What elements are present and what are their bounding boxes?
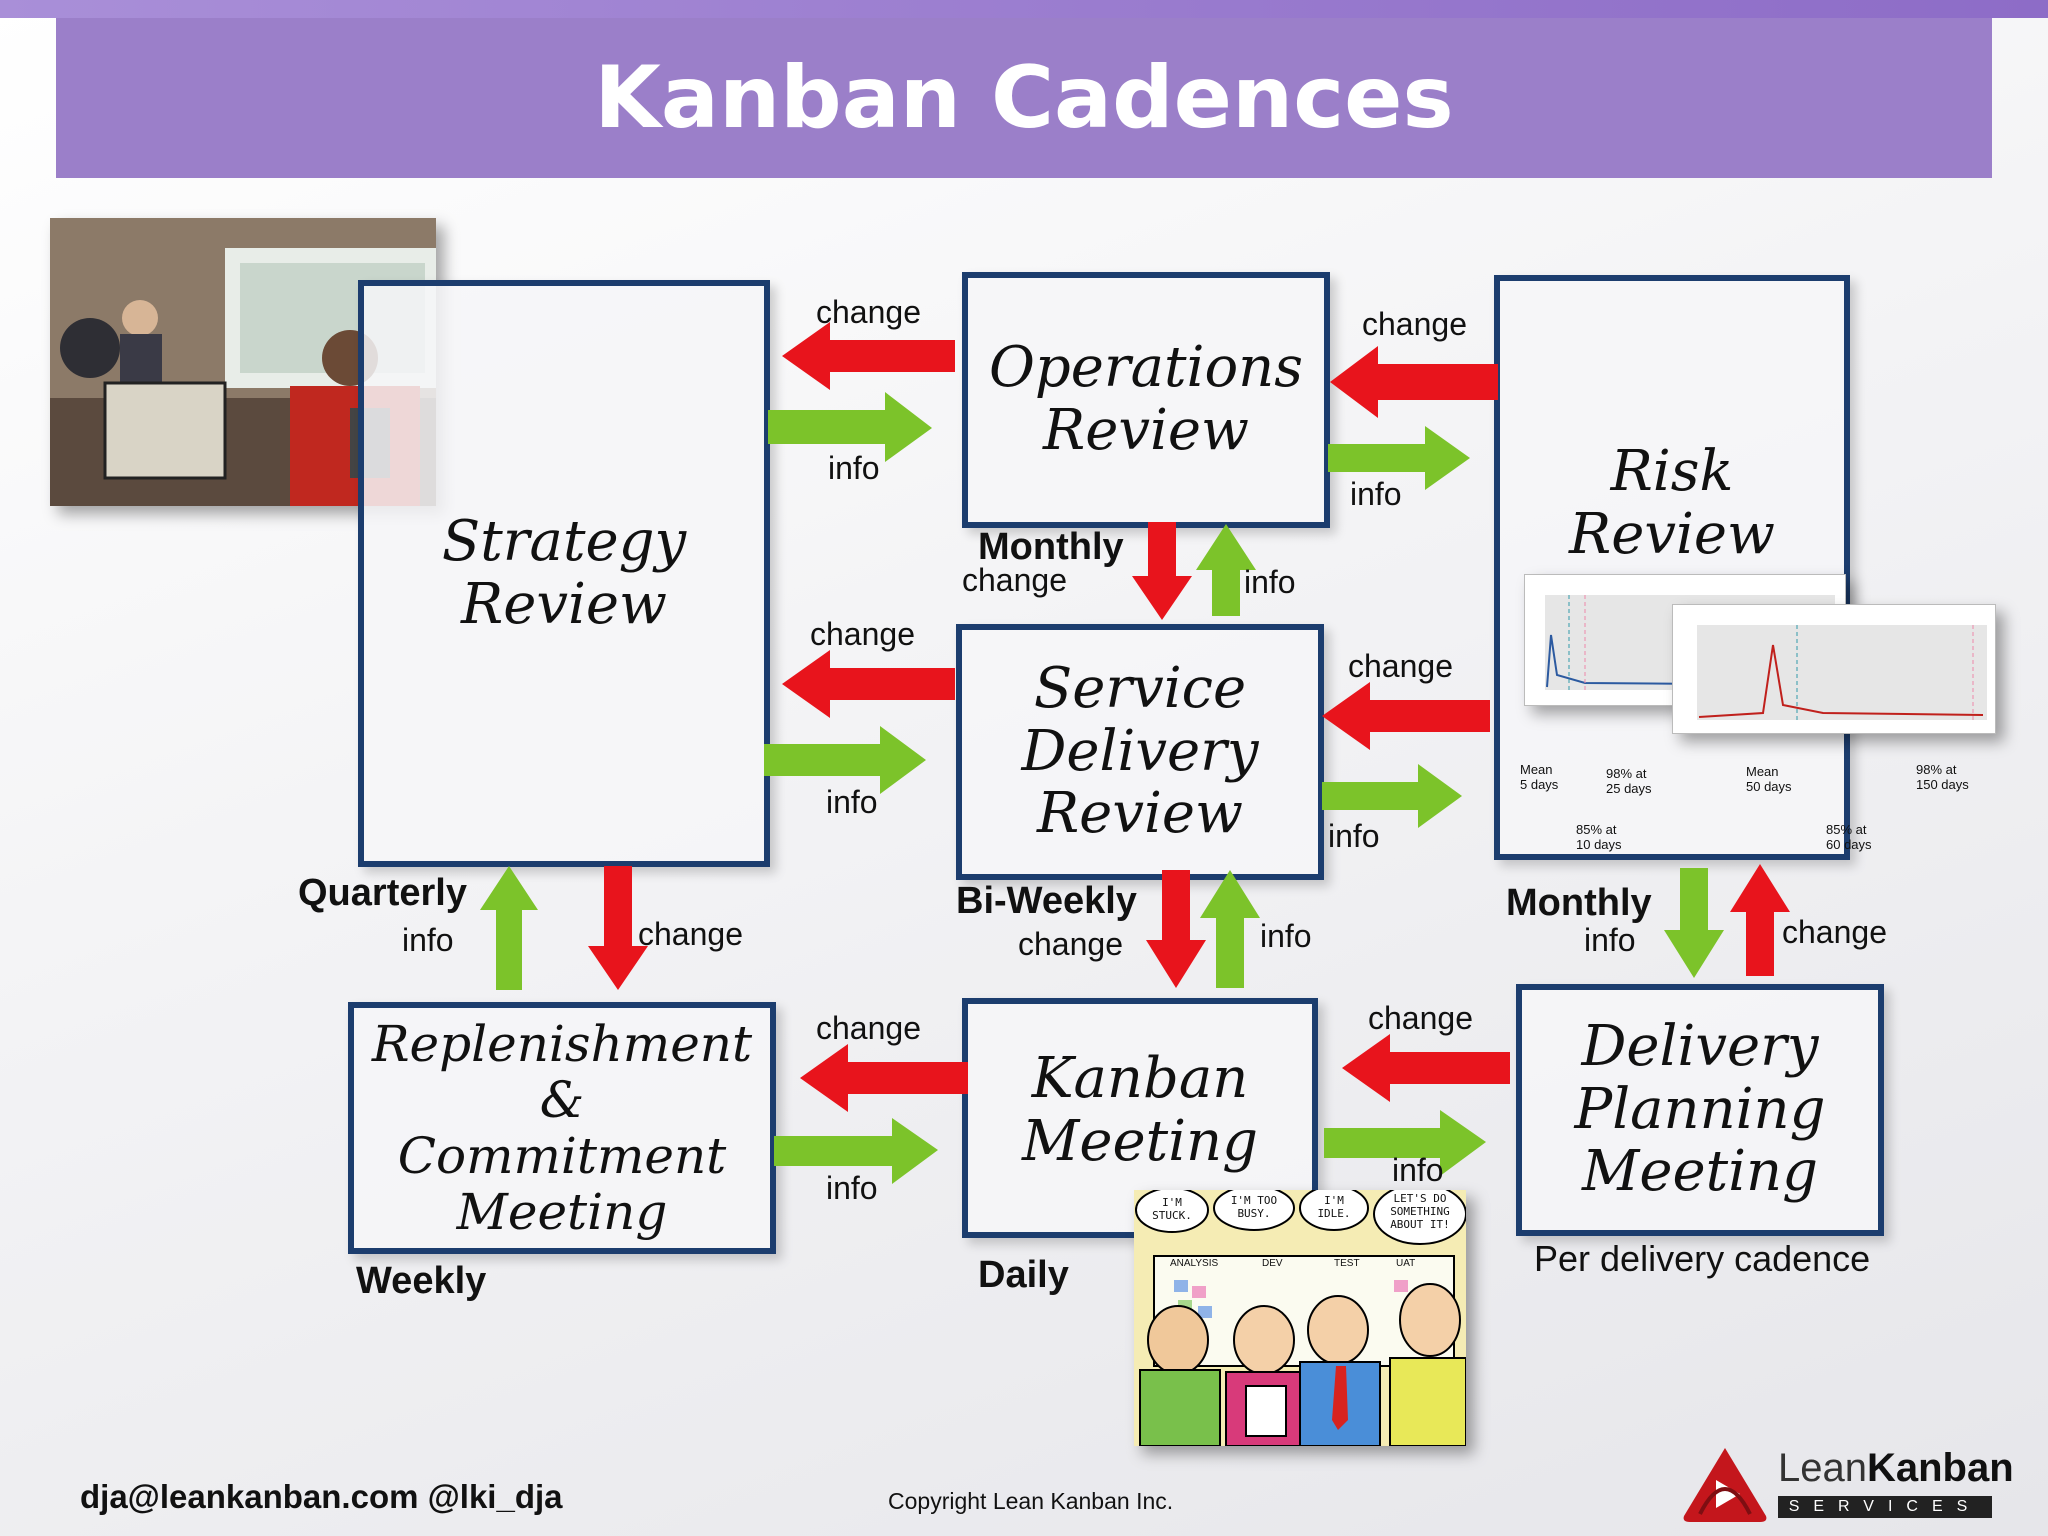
change-arrow-service-to-strategy [782,650,955,718]
chart-right-85: 85% at 60 days [1826,822,1872,852]
comic-col-test: TEST [1334,1258,1360,1269]
change-arrow-risk-to-ops [1330,346,1498,418]
kanban-meeting-label: Kanban Meeting [1022,1046,1258,1174]
leankanban-logo: LeanKanban SERVICES [1680,1444,2014,1524]
label-change-delivery-risk: change [1782,914,1887,950]
cadence-replenishment: Weekly [356,1260,487,1302]
footer-copyright: Copyright Lean Kanban Inc. [888,1488,1174,1514]
label-info-service-risk: info [1328,818,1380,854]
label-change-service-strategy: change [810,616,915,652]
change-arrow-strategy-to-replenishment [588,866,648,990]
cadence-service-delivery: Bi-Weekly [956,880,1137,922]
replenishment-meeting-label: Replenishment & Commitment Meeting [371,1015,753,1241]
comic-col-uat: UAT [1396,1258,1416,1269]
kanban-comic-image: I'M STUCK. I'M TOO BUSY. I'M IDLE. LET'S… [1134,1190,1466,1446]
chart-right-98: 98% at 150 days [1916,762,1969,792]
change-arrow-kanban-to-replenishment [800,1044,968,1112]
risk-review-box: Risk Review [1494,275,1850,860]
chart-left-85: 85% at 10 days [1576,822,1622,852]
cadence-risk: Monthly [1506,882,1652,924]
lead-time-chart-right-plot [1697,625,1987,720]
info-arrow-service-to-risk [1322,764,1462,828]
label-info-risk-delivery: info [1584,922,1636,958]
comic-bubble-idle: I'M IDLE. [1317,1194,1351,1220]
info-arrow-kanban-to-delivery-planning [1324,1110,1486,1176]
comic-col-analysis: ANALYSIS [1170,1258,1219,1269]
label-info-replenishment-kanban: info [826,1170,878,1206]
change-arrow-risk-to-service [1322,682,1490,750]
strategy-review-label: Strategy Review [441,508,687,637]
delivery-planning-meeting-label: Delivery Planning Meeting [1574,1013,1826,1205]
comic-bubble-stuck: I'M STUCK. [1152,1196,1192,1222]
label-change-ops-strategy: change [816,294,921,330]
cadence-kanban: Daily [978,1254,1069,1296]
label-info-strategy-ops: info [828,450,880,486]
cadence-strategy: Quarterly [298,872,467,914]
change-arrow-delivery-planning-to-risk [1730,864,1790,976]
change-arrow-ops-to-strategy [782,322,955,390]
info-arrow-strategy-to-service [764,726,926,794]
label-info-strategy-service: info [826,784,878,820]
title-bar: Kanban Cadences [56,18,1992,178]
cadence-delivery-planning: Per delivery cadence [1534,1238,1871,1279]
operations-review-label: Operations Review [989,335,1303,463]
footer-contact: dja@leankanban.com @lki_dja [80,1478,563,1515]
chart-right-mean: Mean 50 days [1746,764,1792,794]
label-change-risk-service: change [1348,648,1453,684]
comic-col-dev: DEV [1262,1258,1283,1269]
cadence-operations: Monthly [978,526,1124,568]
label-change-strategy-replenishment: change [638,916,743,952]
info-arrow-service-to-ops [1196,524,1256,616]
label-info-replenishment-strategy: info [402,922,454,958]
strategy-review-box: Strategy Review [358,280,770,867]
comic-bubble-do-something: LET'S DO SOMETHING ABOUT IT! [1390,1192,1450,1231]
service-delivery-review-box: Service Delivery Review [956,624,1324,880]
label-change-delivery-kanban: change [1368,1000,1473,1036]
slide-title: Kanban Cadences [594,48,1454,148]
info-arrow-ops-to-risk [1328,426,1470,490]
label-change-ops-service: change [962,562,1067,598]
change-arrow-service-to-kanban [1146,870,1206,988]
label-change-risk-ops: change [1362,306,1467,342]
label-change-kanban-replenishment: change [816,1010,921,1046]
change-arrow-ops-to-service [1132,522,1192,620]
logo-services: SERVICES [1778,1496,1992,1518]
info-arrow-strategy-to-ops [768,392,932,462]
logo-wordmark: LeanKanban [1778,1446,2014,1491]
logo-kanban: Kanban [1866,1446,2014,1490]
delivery-planning-meeting-box: Delivery Planning Meeting [1516,984,1884,1236]
comic-bubble-busy: I'M TOO BUSY. [1230,1194,1278,1220]
leankanban-logo-mark [1683,1448,1767,1522]
replenishment-meeting-box: Replenishment & Commitment Meeting [348,1002,776,1254]
info-arrow-replenishment-to-strategy [480,866,538,990]
logo-lean: Lean [1778,1446,1867,1490]
lead-time-chart-right [1672,604,1996,734]
kanban-comic-illustration [1134,1190,1466,1446]
info-arrow-risk-to-delivery-planning [1664,868,1724,978]
info-arrow-replenishment-to-kanban [774,1118,938,1184]
service-delivery-review-label: Service Delivery Review [1021,655,1259,847]
info-arrow-kanban-to-service [1200,870,1260,988]
label-info-kanban-delivery: info [1392,1152,1444,1188]
chart-left-98: 98% at 25 days [1606,766,1652,796]
label-info-service-ops: info [1244,564,1296,600]
label-info-kanban-service: info [1260,918,1312,954]
risk-review-label: Risk Review [1569,439,1775,567]
chart-left-mean: Mean 5 days [1520,762,1559,792]
label-change-service-kanban: change [1018,926,1123,962]
change-arrow-delivery-planning-to-kanban [1342,1034,1510,1102]
label-info-ops-risk: info [1350,476,1402,512]
operations-review-box: Operations Review [962,272,1330,528]
top-accent-bar [0,0,2048,18]
